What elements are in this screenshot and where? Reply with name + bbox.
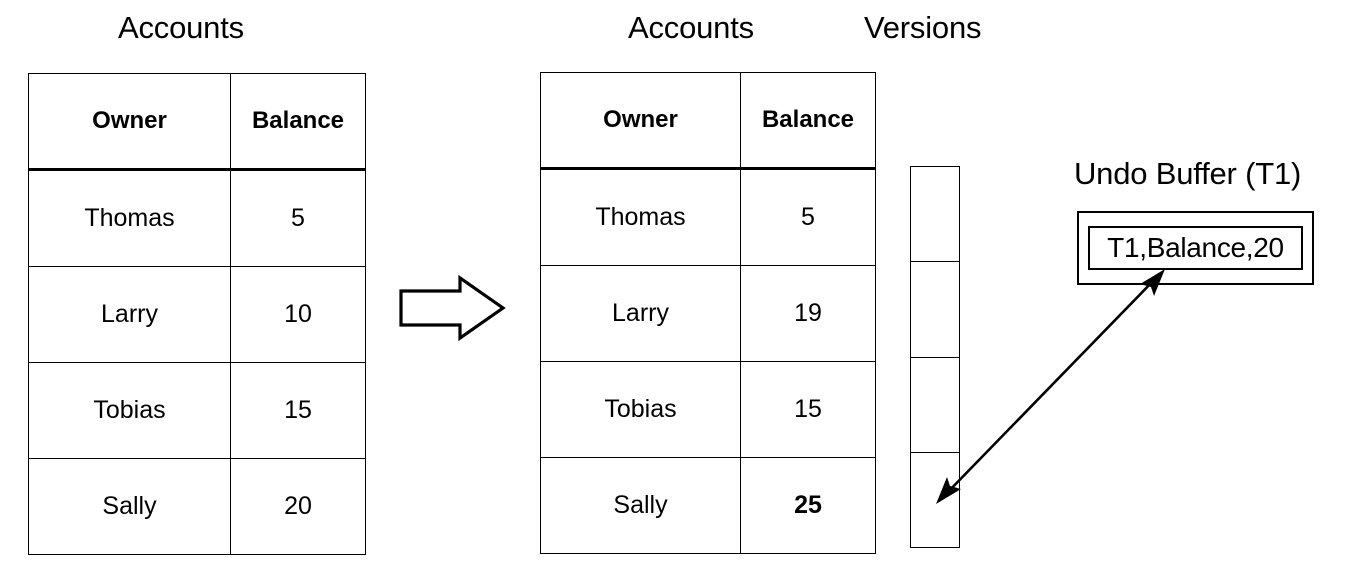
table-row: Tobias 15 xyxy=(540,361,876,458)
accounts-table-before: Owner Balance Thomas 5 Larry 10 Tobias 1… xyxy=(28,73,366,555)
cell-balance: 5 xyxy=(230,169,366,267)
versions-cell xyxy=(911,262,959,358)
cell-owner: Larry xyxy=(28,266,231,363)
accounts-table-after: Owner Balance Thomas 5 Larry 19 Tobias 1… xyxy=(540,72,876,554)
cell-owner: Sally xyxy=(540,457,741,554)
table-row: Tobias 15 xyxy=(28,362,366,459)
versions-strip xyxy=(910,166,960,548)
versions-cell-target xyxy=(911,453,959,547)
undo-link-line xyxy=(943,276,1158,497)
left-table-title: Accounts xyxy=(118,10,244,45)
cell-balance: 25 xyxy=(740,457,876,554)
column-header-balance: Balance xyxy=(740,72,876,170)
cell-balance: 19 xyxy=(740,265,876,362)
cell-balance: 5 xyxy=(740,168,876,266)
cell-balance: 15 xyxy=(740,361,876,458)
undo-buffer-entry: T1,Balance,20 xyxy=(1088,226,1303,270)
cell-balance: 15 xyxy=(230,362,366,459)
column-header-owner: Owner xyxy=(540,72,741,170)
cell-owner: Thomas xyxy=(540,168,741,266)
cell-balance: 10 xyxy=(230,266,366,363)
cell-owner: Tobias xyxy=(28,362,231,459)
table-row: Thomas 5 xyxy=(540,168,876,266)
cell-owner: Sally xyxy=(28,458,231,555)
table-header-row: Owner Balance xyxy=(28,73,366,171)
undo-buffer-title: Undo Buffer (T1) xyxy=(1074,156,1302,191)
table-row: Larry 10 xyxy=(28,266,366,363)
column-header-owner: Owner xyxy=(28,73,231,171)
cell-owner: Larry xyxy=(540,265,741,362)
cell-owner: Thomas xyxy=(28,169,231,267)
cell-owner: Tobias xyxy=(540,361,741,458)
undo-buffer-entry-text: T1,Balance,20 xyxy=(1107,232,1284,263)
block-arrow-right-icon xyxy=(399,274,506,342)
table-row: Larry 19 xyxy=(540,265,876,362)
column-header-balance: Balance xyxy=(230,73,366,171)
table-header-row: Owner Balance xyxy=(540,72,876,170)
table-row: Sally 25 xyxy=(540,457,876,554)
table-row: Thomas 5 xyxy=(28,169,366,267)
right-table-title: Accounts xyxy=(628,10,754,45)
versions-cell xyxy=(911,358,959,453)
cell-balance: 20 xyxy=(230,458,366,555)
table-row: Sally 20 xyxy=(28,458,366,555)
versions-cell xyxy=(911,167,959,263)
versions-title: Versions xyxy=(864,10,982,45)
